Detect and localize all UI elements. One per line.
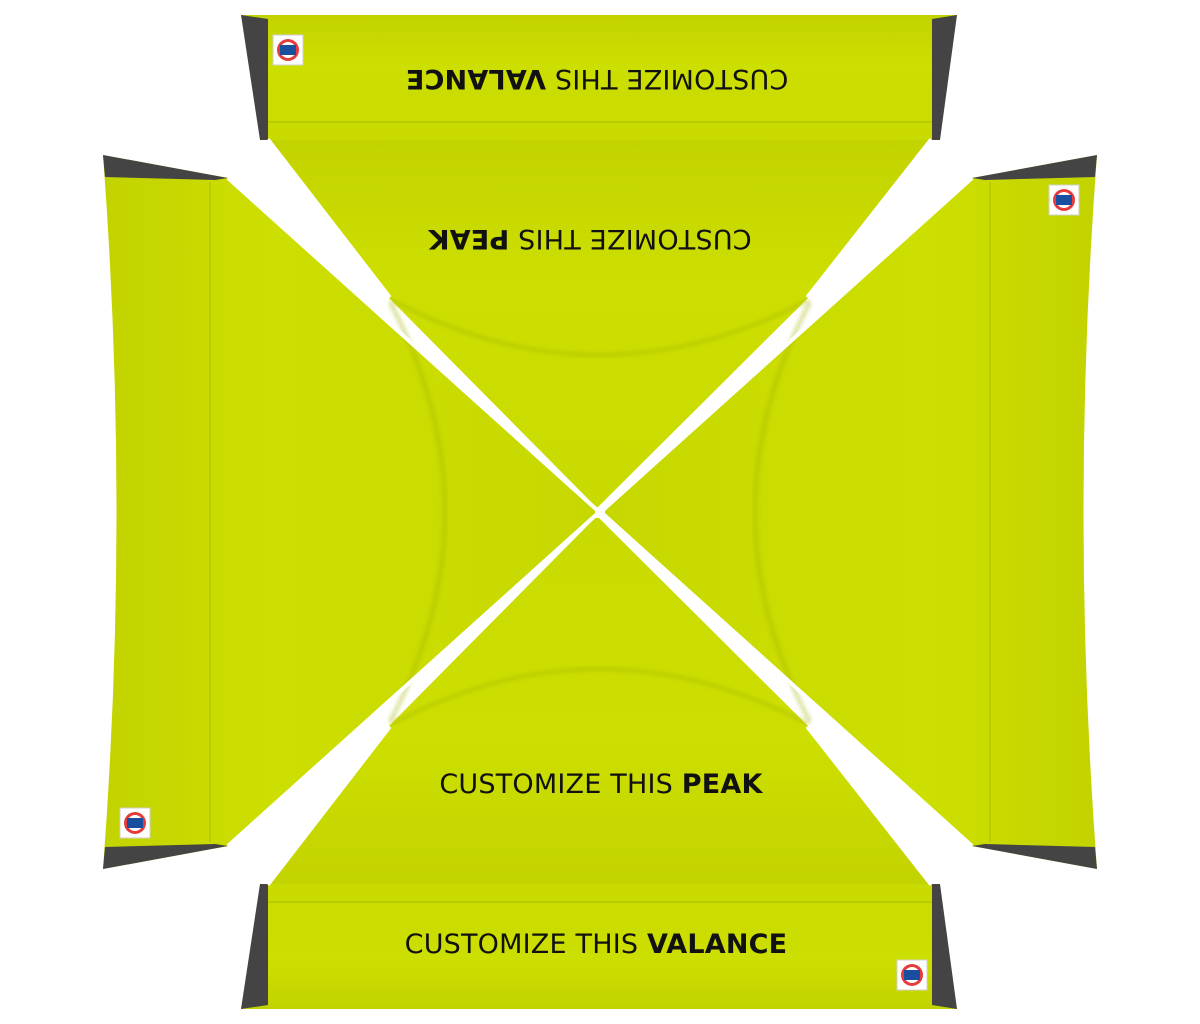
top-valance-right-trim	[932, 15, 957, 140]
top-peak-label[interactable]: CUSTOMIZE THIS PEAK	[428, 223, 752, 254]
right-side-panel[interactable]	[603, 155, 1097, 869]
center-peak-point	[595, 508, 605, 518]
bottom-valance-right-trim	[932, 884, 957, 1009]
bottom-peak-panel[interactable]	[267, 516, 932, 884]
peak-curves	[388, 298, 812, 726]
right-panel-top-trim	[972, 155, 1097, 180]
right-panel-bottom-trim	[972, 844, 1097, 869]
top-peak-panel[interactable]	[267, 140, 932, 508]
top-valance-panel[interactable]	[241, 15, 957, 140]
bottom-valance-left-trim	[241, 884, 268, 1009]
ezup-logo-icon	[272, 34, 304, 66]
left-side-panel[interactable]	[103, 155, 597, 869]
ezup-logo-icon	[1048, 184, 1080, 216]
top-valance-label[interactable]: CUSTOMIZE THIS VALANCE	[406, 63, 789, 94]
ezup-logo-icon	[119, 807, 151, 839]
bottom-valance-label[interactable]: CUSTOMIZE THIS VALANCE	[405, 929, 788, 960]
bottom-valance-panel[interactable]	[241, 884, 957, 1009]
left-panel-bottom-trim	[103, 844, 228, 869]
bottom-peak-label[interactable]: CUSTOMIZE THIS PEAK	[439, 769, 763, 800]
left-panel-top-trim	[103, 155, 228, 180]
ezup-logo-icon	[896, 959, 928, 991]
top-valance-left-trim	[241, 15, 268, 140]
diagonal-seams	[226, 138, 974, 886]
